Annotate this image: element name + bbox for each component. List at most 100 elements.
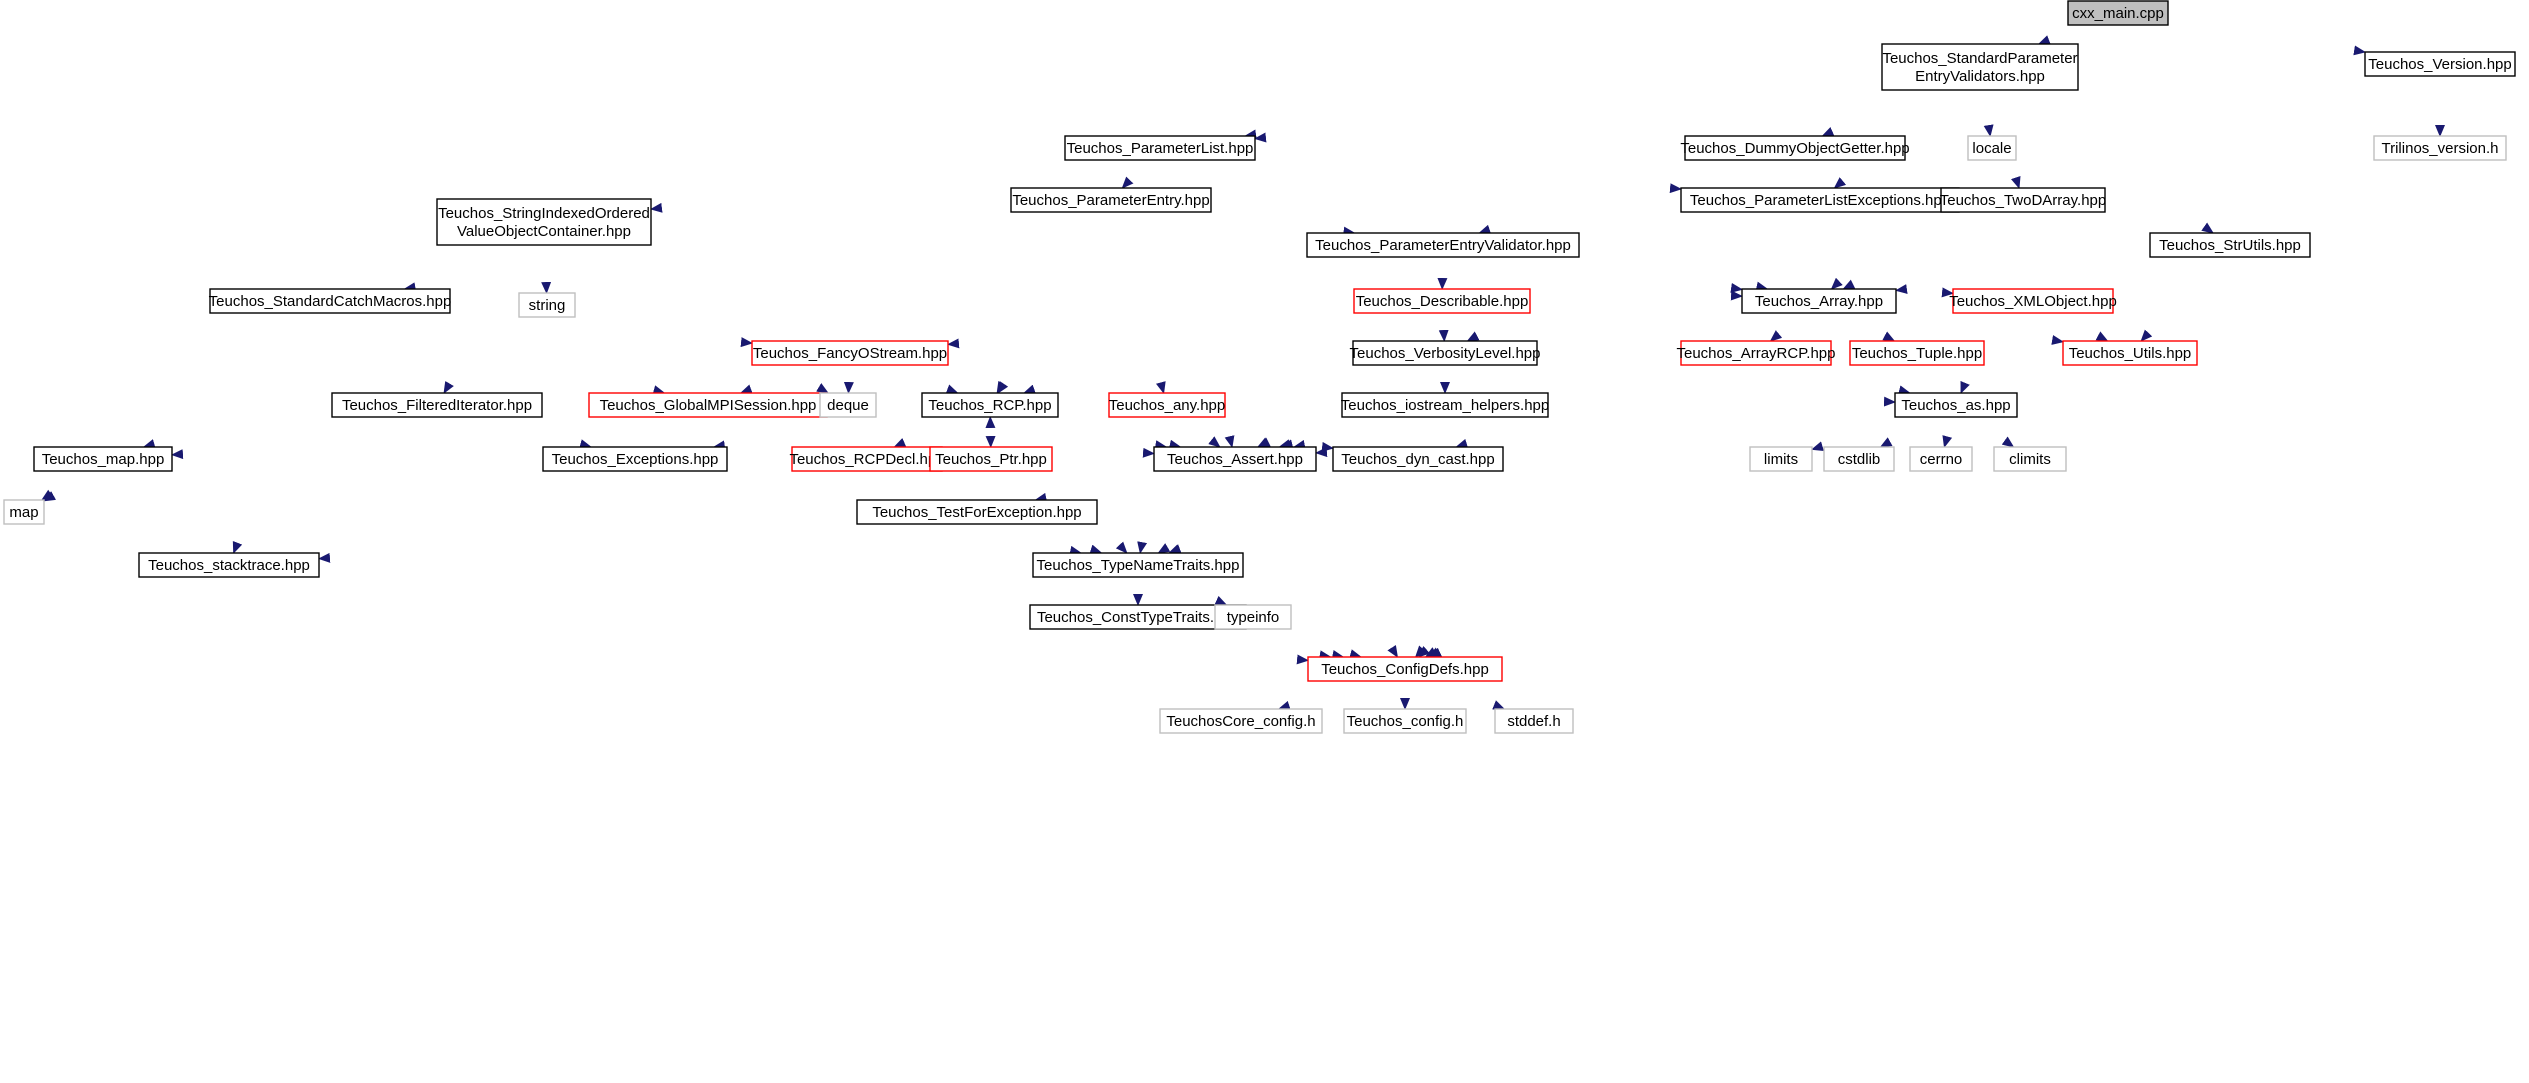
edge-filtered-to-exceptions — [579, 439, 592, 449]
node-trilinos-ver: Trilinos_version.h — [2373, 135, 2507, 161]
node-array[interactable]: Teuchos_Array.hpp — [1741, 288, 1897, 314]
edge-array-to-arrayrcp — [1769, 330, 1783, 342]
node-dummy[interactable]: Teuchos_DummyObjectGetter.hpp — [1680, 135, 1910, 161]
node-plist[interactable]: Teuchos_ParameterList.hpp — [1064, 135, 1256, 161]
node-box — [1214, 604, 1292, 630]
node-spev[interactable]: Teuchos_StandardParameterEntryValidators… — [1881, 43, 2079, 91]
edge-any-to-tnt — [1137, 541, 1148, 554]
edge-version-to-configdefs — [1424, 647, 1438, 658]
node-label: Teuchos_Version.hpp — [2368, 56, 2511, 73]
edge-as-to-cstdlib — [1879, 437, 1893, 448]
node-rcpdecl[interactable]: Teuchos_RCPDecl.hpp — [789, 446, 945, 472]
node-label: Teuchos_XMLObject.hpp — [1949, 293, 2117, 310]
node-label: Trilinos_version.h — [2382, 140, 2499, 157]
node-ctt[interactable]: Teuchos_ConstTypeTraits.hpp — [1029, 604, 1247, 630]
node-map[interactable]: Teuchos_map.hpp — [33, 446, 173, 472]
node-ptr[interactable]: Teuchos_Ptr.hpp — [929, 446, 1053, 472]
node-label: Teuchos_TypeNameTraits.hpp — [1037, 557, 1240, 574]
node-box — [751, 340, 949, 366]
node-dyncast[interactable]: Teuchos_dyn_cast.hpp — [1332, 446, 1504, 472]
node-exceptions[interactable]: Teuchos_Exceptions.hpp — [542, 446, 728, 472]
node-tnt[interactable]: Teuchos_TypeNameTraits.hpp — [1032, 552, 1244, 578]
node-label: Teuchos_RCP.hpp — [928, 397, 1051, 414]
node-box — [1680, 340, 1832, 366]
edge-configdefs-to-corecfg — [1277, 700, 1291, 711]
node-filtered[interactable]: Teuchos_FilteredIterator.hpp — [331, 392, 543, 418]
node-box — [436, 198, 652, 246]
node-box — [1032, 552, 1244, 578]
node-twod[interactable]: Teuchos_TwoDArray.hpp — [1940, 187, 2106, 213]
edge-configdefs-to-stddef — [1492, 700, 1506, 710]
node-label: Teuchos_ConfigDefs.hpp — [1321, 661, 1489, 678]
edge-pentry-to-rcp — [996, 380, 1007, 394]
node-assert[interactable]: Teuchos_Assert.hpp — [1153, 446, 1317, 472]
node-configdefs[interactable]: Teuchos_ConfigDefs.hpp — [1307, 656, 1503, 682]
edge-plist-to-array — [1755, 281, 1769, 292]
node-locale: locale — [1967, 135, 2017, 161]
edge-as-to-climits — [2001, 436, 2015, 448]
node-as[interactable]: Teuchos_as.hpp — [1894, 392, 2018, 418]
edge-pev-to-describable — [1437, 277, 1448, 290]
edge-spev-to-dummy — [1821, 127, 1835, 137]
node-version[interactable]: Teuchos_Version.hpp — [2364, 51, 2516, 77]
node-box — [1307, 656, 1503, 682]
node-utils[interactable]: Teuchos_Utils.hpp — [2062, 340, 2198, 366]
node-stacktrace[interactable]: Teuchos_stacktrace.hpp — [138, 552, 320, 578]
edge-fancy-to-rcp — [945, 384, 959, 394]
node-box — [1680, 187, 1960, 213]
edge-arrayrcp-to-as — [1897, 385, 1911, 396]
edge-rcp-to-rcpdecl — [893, 437, 907, 448]
node-pev[interactable]: Teuchos_ParameterEntryValidator.hpp — [1306, 232, 1580, 258]
node-label: typeinfo — [1227, 609, 1280, 626]
node-label: Teuchos_iostream_helpers.hpp — [1341, 397, 1549, 414]
node-sioc[interactable]: Teuchos_StringIndexedOrderedValueObjectC… — [436, 198, 652, 246]
node-box — [2062, 340, 2198, 366]
node-box — [2149, 232, 2311, 258]
node-fancy[interactable]: Teuchos_FancyOStream.hpp — [751, 340, 949, 366]
node-pentry[interactable]: Teuchos_ParameterEntry.hpp — [1010, 187, 1212, 213]
node-xmlobj[interactable]: Teuchos_XMLObject.hpp — [1949, 288, 2117, 314]
node-box — [1741, 288, 1897, 314]
node-strutils[interactable]: Teuchos_StrUtils.hpp — [2149, 232, 2311, 258]
node-label: Teuchos_Describable.hpp — [1356, 293, 1529, 310]
node-plistexc[interactable]: Teuchos_ParameterListExceptions.hpp — [1680, 187, 1960, 213]
node-rcp[interactable]: Teuchos_RCP.hpp — [921, 392, 1059, 418]
node-label: Teuchos_DummyObjectGetter.hpp — [1680, 140, 1909, 157]
node-label: cstdlib — [1838, 451, 1881, 468]
node-verb[interactable]: Teuchos_VerbosityLevel.hpp — [1350, 340, 1541, 366]
node-box — [1952, 288, 2114, 314]
node-arrayrcp[interactable]: Teuchos_ArrayRCP.hpp — [1677, 340, 1836, 366]
node-label: Teuchos_GlobalMPISession.hpp — [600, 397, 817, 414]
node-label: Teuchos_dyn_cast.hpp — [1341, 451, 1494, 468]
node-label: Teuchos_ParameterEntryValidator.hpp — [1315, 237, 1571, 254]
node-tuple[interactable]: Teuchos_Tuple.hpp — [1849, 340, 1985, 366]
node-label: Teuchos_Ptr.hpp — [935, 451, 1047, 468]
node-label: Teuchos_ParameterList.hpp — [1067, 140, 1254, 157]
edge-xmlobj-to-utils — [2095, 331, 2109, 342]
node-label: stddef.h — [1507, 713, 1560, 730]
edge-twod-to-array — [1842, 279, 1856, 290]
node-scm[interactable]: Teuchos_StandardCatchMacros.hpp — [209, 288, 452, 314]
edge-scm-to-assert — [1154, 440, 1168, 451]
edge-cxx_main-to-spev — [2037, 35, 2051, 45]
node-label: TeuchosCore_config.h — [1166, 713, 1315, 730]
node-string: string — [518, 292, 576, 318]
node-iostream[interactable]: Teuchos_iostream_helpers.hpp — [1341, 392, 1549, 418]
node-cxx-main[interactable]: cxx_main.cpp — [2067, 0, 2169, 26]
edge-iostream-to-assert — [1280, 439, 1294, 450]
node-gmpi[interactable]: Teuchos_GlobalMPISession.hpp — [588, 392, 828, 418]
node-box — [819, 392, 877, 418]
node-any[interactable]: Teuchos_any.hpp — [1108, 392, 1226, 418]
node-tfe[interactable]: Teuchos_TestForException.hpp — [856, 499, 1098, 525]
node-box — [1684, 135, 1906, 161]
edge-pev-to-array — [1730, 282, 1743, 293]
node-label: Teuchos_ArrayRCP.hpp — [1677, 345, 1836, 362]
node-box — [209, 288, 451, 314]
edge-sioc-to-filtered — [443, 380, 454, 394]
edge-plist-to-pentry — [1121, 176, 1134, 189]
node-label: Teuchos_ParameterEntry.hpp — [1012, 192, 1209, 209]
node-describable[interactable]: Teuchos_Describable.hpp — [1353, 288, 1531, 314]
node-box — [331, 392, 543, 418]
edge-assert-to-tfe — [1034, 492, 1048, 503]
node-box — [1894, 392, 2018, 418]
